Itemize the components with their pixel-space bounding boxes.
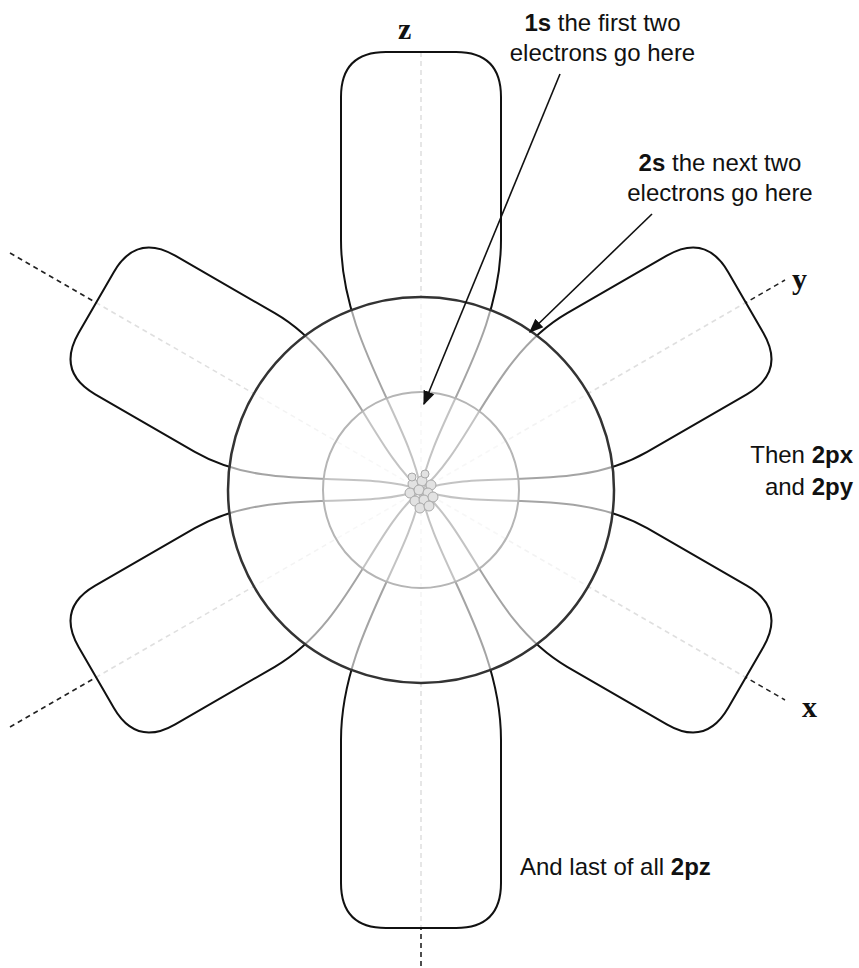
axis-label-group: z [398,12,411,46]
axis-label-group: y [792,262,807,296]
callout-text: And last of all [520,853,664,880]
orbital-name: 2s [639,149,666,176]
callout-text-group: and 2py [765,472,853,502]
nucleus [405,470,438,513]
orbital-name: 1s [524,9,551,36]
callout-text: Then [750,441,805,468]
callout-text-group: 1sthe first two electrons go here [490,8,715,68]
orbital-1s [323,392,519,588]
leader-arrows [424,74,652,404]
axis-label: x [802,690,817,723]
orbital-name: 2py [812,473,853,500]
orbital-2s [228,297,614,683]
orbital-name: 2pz [671,853,711,880]
callout-text: and [765,473,805,500]
axis-label-group: x [802,690,817,724]
callout-text-group: And last of all 2pz [520,852,711,882]
axis-label: y [792,262,807,295]
orbital-name: 2px [812,441,853,468]
axis-label: z [398,12,411,45]
callout-text-group: 2sthe next two electrons go here [605,148,835,208]
callout-text-group: Then 2px [750,440,853,470]
